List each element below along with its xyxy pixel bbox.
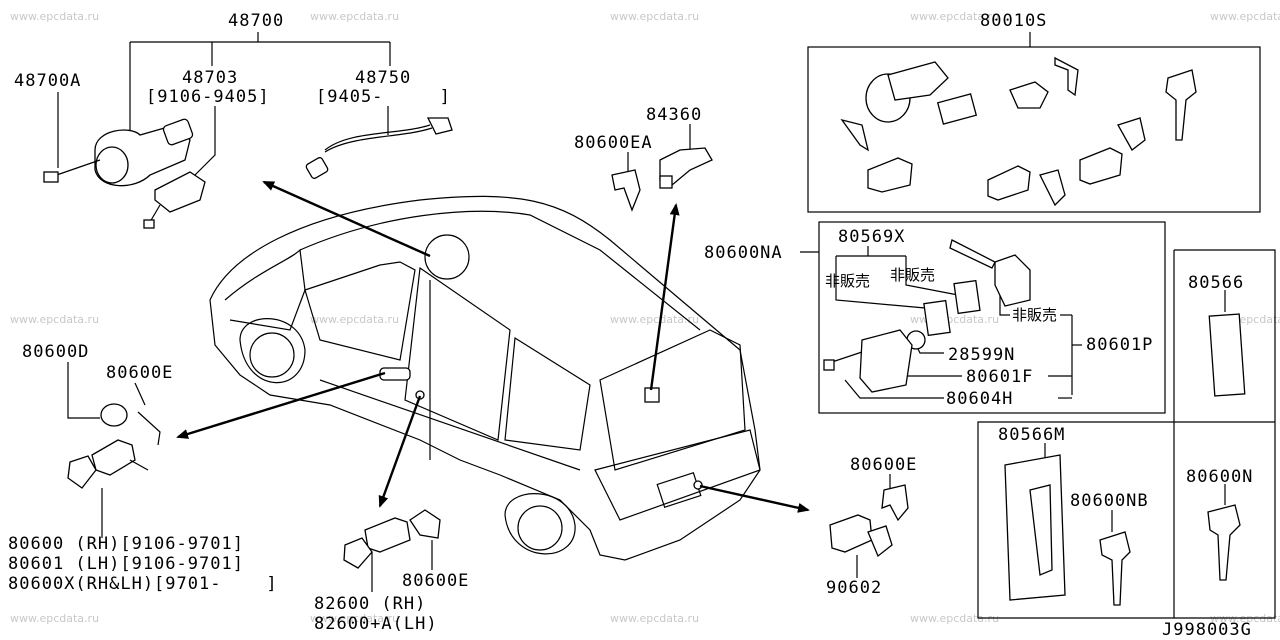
label-80604H: 80604H [946, 389, 1014, 409]
watermark: www.epcdata.ru [610, 612, 700, 625]
label-not-for-sale-2: 非販売 [890, 266, 936, 284]
label-48700: 48700 [228, 11, 285, 31]
label-80600D: 80600D [22, 342, 90, 362]
label-48700A: 48700A [14, 71, 82, 91]
watermark: www.epcdata.ru [10, 10, 100, 23]
watermark: www.epcdata.ru [310, 10, 400, 23]
label-80600EA: 80600EA [574, 133, 653, 153]
label-not-for-sale-3: 非販売 [1012, 306, 1058, 324]
label-48750: 48750 [355, 68, 412, 88]
diagram-code: J998003G [1162, 620, 1252, 640]
van-body [209, 195, 761, 561]
watermark: www.epcdata.ru [1210, 10, 1280, 23]
label-80569X: 80569X [838, 227, 906, 247]
kit-80010S-parts [840, 56, 1197, 207]
ignition-switch-48700 [43, 118, 194, 187]
label-90602: 90602 [826, 578, 883, 598]
watermark: www.epcdata.ru [910, 612, 1000, 625]
watermark: www.epcdata.ru [10, 313, 100, 326]
watermark: www.epcdata.ru [310, 313, 400, 326]
label-84360: 84360 [646, 105, 703, 125]
kit-right-parts [1004, 313, 1246, 606]
label-80566: 80566 [1188, 273, 1245, 293]
back-door-lock-90602 [829, 484, 909, 558]
label-80600E-bottom: 80600E [402, 571, 470, 591]
label-48750-range: [9405- ] [316, 87, 451, 107]
watermark: www.epcdata.ru [310, 612, 400, 625]
label-80600NB: 80600NB [1070, 491, 1149, 511]
label-not-for-sale-1: 非販売 [825, 272, 871, 290]
door-lock-82600 [343, 509, 441, 569]
key-switch-48703 [143, 171, 206, 229]
label-80600E-right: 80600E [850, 455, 918, 475]
label-80600-rh: 80600 (RH)[9106-9701] [8, 534, 244, 554]
label-80600E-left: 80600E [106, 363, 174, 383]
label-82600-rh: 82600 (RH) [314, 594, 427, 614]
label-80566M: 80566M [998, 425, 1066, 445]
leader-lines [57, 32, 1226, 592]
label-48703-range: [9106-9405] [146, 87, 270, 107]
label-80601P: 80601P [1086, 335, 1154, 355]
kit-right-boxes [977, 249, 1276, 619]
watermark: www.epcdata.ru [610, 10, 700, 23]
watermark: www.epcdata.ru [10, 612, 100, 625]
door-lock-80600 [67, 403, 161, 489]
label-80010S: 80010S [980, 11, 1048, 31]
pointer-arrows [176, 180, 810, 513]
label-80600N: 80600N [1186, 467, 1254, 487]
label-82600A-lh: 82600+A(LH) [314, 614, 438, 634]
label-28599N: 28599N [948, 345, 1016, 365]
label-80601-lh: 80601 (LH)[9106-9701] [8, 554, 244, 574]
kit-80600NA-box [800, 221, 1166, 414]
label-80600X: 80600X(RH&LH)[9701- ] [8, 574, 278, 594]
harness-48750 [305, 117, 453, 179]
label-48703: 48703 [182, 68, 239, 88]
kit-80600NA-parts [823, 239, 1031, 393]
label-80601F: 80601F [966, 367, 1034, 387]
watermark: www.epcdata.ru [610, 313, 700, 326]
kit-80010S-box [807, 32, 1261, 213]
back-door-lock-84360 [611, 147, 713, 212]
label-80600NA: 80600NA [704, 243, 783, 263]
watermark: www.epcdata.ru [910, 10, 1000, 23]
